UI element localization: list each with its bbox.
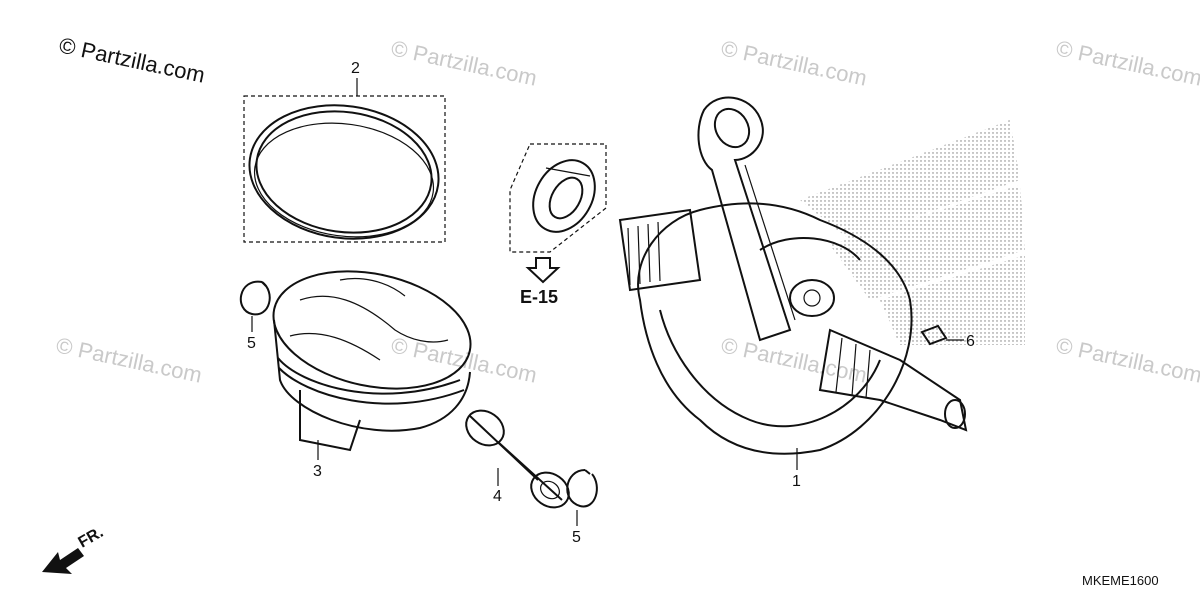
reference-bearing[interactable] (509, 143, 607, 253)
watermark: © Partzilla.com (389, 332, 539, 387)
front-direction-indicator: FR. (42, 524, 106, 574)
piston[interactable] (263, 254, 482, 452)
watermark-layer: © Partzilla.com © Partzilla.com © Partzi… (54, 35, 1200, 387)
woodruff-key[interactable] (920, 324, 948, 346)
callout-1: 1 (792, 473, 801, 490)
watermark: © Partzilla.com (389, 35, 539, 90)
callout-4: 4 (493, 488, 502, 505)
callout-5-left: 5 (247, 335, 256, 352)
watermark: © Partzilla.com (1054, 332, 1200, 387)
callout-5-right: 5 (572, 529, 581, 546)
background-dot-pattern (800, 120, 1025, 345)
callout-6: 6 (966, 333, 975, 350)
copyright-text: © Partzilla.com (57, 32, 207, 87)
crankshaft[interactable] (618, 96, 968, 455)
arrow-left-icon (42, 548, 84, 574)
watermark: © Partzilla.com (1054, 35, 1200, 90)
arrow-down-icon (525, 257, 561, 284)
piston-pin-clip-right[interactable] (566, 469, 598, 508)
watermark: © Partzilla.com (54, 332, 204, 387)
piston-pin-clip-left[interactable] (239, 280, 271, 316)
callout-3: 3 (313, 463, 322, 480)
reference-label[interactable]: E-15 (520, 287, 558, 307)
callout-2: 2 (351, 60, 360, 77)
direction-label: FR. (76, 524, 107, 552)
piston-ring-set[interactable] (241, 93, 448, 250)
diagram-code: MKEME1600 (1082, 573, 1159, 588)
watermark: © Partzilla.com (719, 35, 869, 90)
piston-pin[interactable] (459, 403, 575, 514)
watermark: © Partzilla.com (719, 332, 869, 387)
